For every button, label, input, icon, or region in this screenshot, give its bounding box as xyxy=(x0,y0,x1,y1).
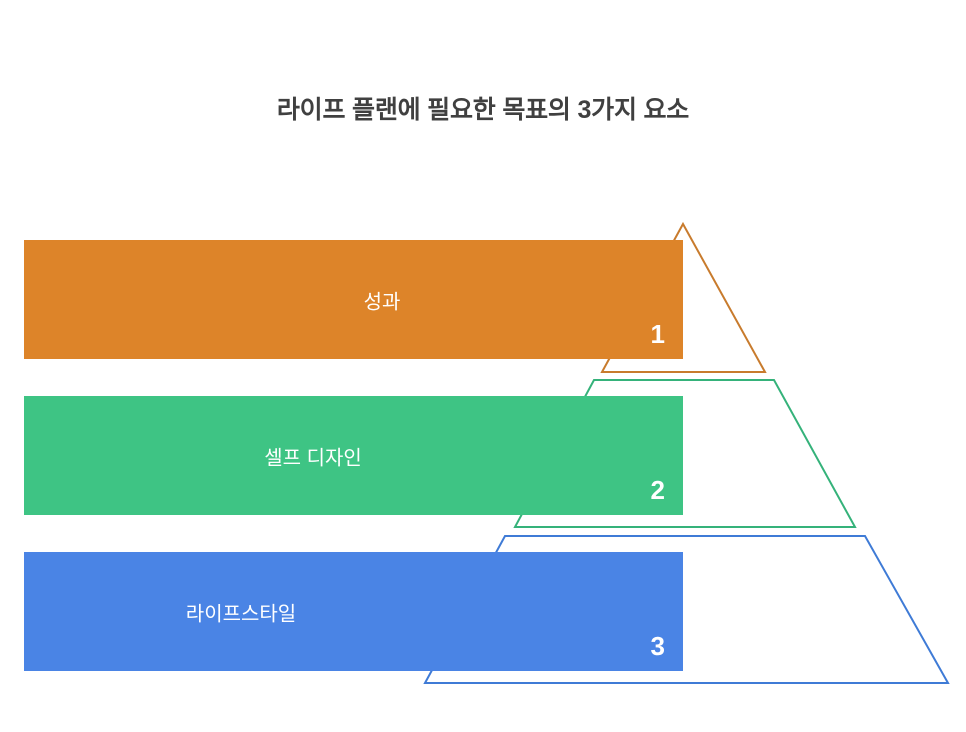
pyramid-bar-3[interactable]: 라이프스타일 3 xyxy=(24,552,683,671)
pyramid-bar-3-label: 라이프스타일 xyxy=(185,603,297,625)
pyramid-bar-1-label: 성과 xyxy=(363,291,401,313)
pyramid-bar-2-label: 셀프 디자인 xyxy=(264,447,362,469)
page-title: 라이프 플랜에 필요한 목표의 3가지 요소 xyxy=(276,96,690,124)
pyramid-bar-2[interactable]: 셀프 디자인 2 xyxy=(24,396,683,515)
pyramid-bar-2-rank: 2 xyxy=(650,475,665,505)
pyramid-bar-1-rank: 1 xyxy=(650,319,665,349)
pyramid-bar-3-rank: 3 xyxy=(650,631,665,661)
pyramid-bar-1[interactable]: 성과 1 xyxy=(24,240,683,359)
